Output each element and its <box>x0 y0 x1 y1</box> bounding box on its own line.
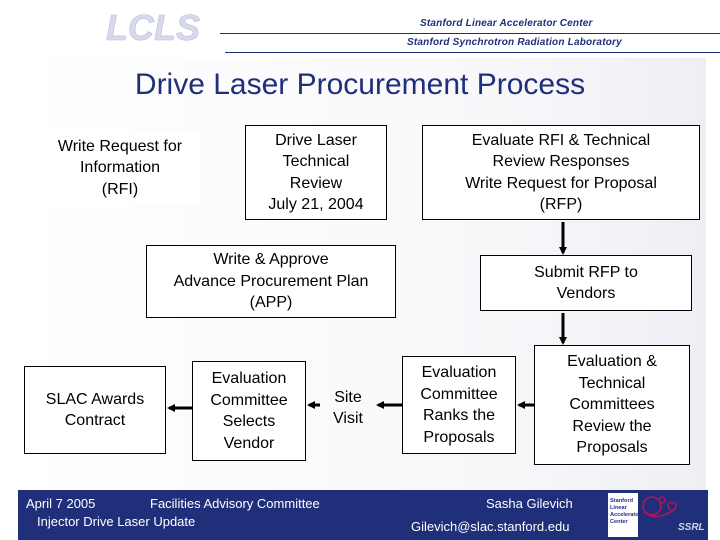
ssrl-logo-text: SSRL <box>678 522 705 533</box>
page-title: Drive Laser Procurement Process <box>134 68 586 101</box>
slac-logo-text: Stanford Linear Accelerator Center <box>610 498 642 525</box>
header-rule-top <box>220 33 720 34</box>
footer-committee: Facilities Advisory Committee <box>150 496 320 511</box>
footer-bar <box>18 490 706 540</box>
footer-date: April 7 2005 <box>26 496 96 511</box>
slac-logo-card <box>608 493 638 537</box>
footer-presenter: Sasha Gilevich <box>486 496 573 511</box>
box-evaluate-rfi: Evaluate RFI & Technical Review Response… <box>422 125 700 220</box>
ssrl-ring-icon <box>642 496 677 518</box>
footer-email: Gilevich@slac.stanford.edu <box>411 519 570 534</box>
slac-ssrl-logo: Stanford Linear Accelerator Center SSRL <box>608 490 708 540</box>
footer-subtitle: Injector Drive Laser Update <box>37 514 196 529</box>
lab-name-slac: Stanford Linear Accelerator Center <box>420 18 593 29</box>
box-site-visit: Site Visit <box>333 388 363 428</box>
box-slac-awards: SLAC Awards Contract <box>24 366 166 454</box>
lcls-logo-text: LCLS <box>106 8 200 48</box>
lab-name-ssrl: Stanford Synchrotron Radiation Laborator… <box>407 37 622 48</box>
box-technical-review: Drive Laser Technical Review July 21, 20… <box>245 125 387 220</box>
header-bar <box>0 0 720 58</box>
box-evaluation-ranks: Evaluation Committee Ranks the Proposals <box>402 356 516 454</box>
box-evaluation-selects: Evaluation Committee Selects Vendor <box>192 361 306 461</box>
box-evaluation-review: Evaluation & Technical Committees Review… <box>534 345 690 465</box>
box-submit-rfp: Submit RFP to Vendors <box>480 255 692 311</box>
box-write-app: Write & Approve Advance Procurement Plan… <box>146 245 396 318</box>
header-rule-bottom <box>225 52 720 53</box>
lcls-logo: LCLS <box>106 8 201 48</box>
box-write-rfi: Write Request for Information (RFI) <box>40 132 200 204</box>
